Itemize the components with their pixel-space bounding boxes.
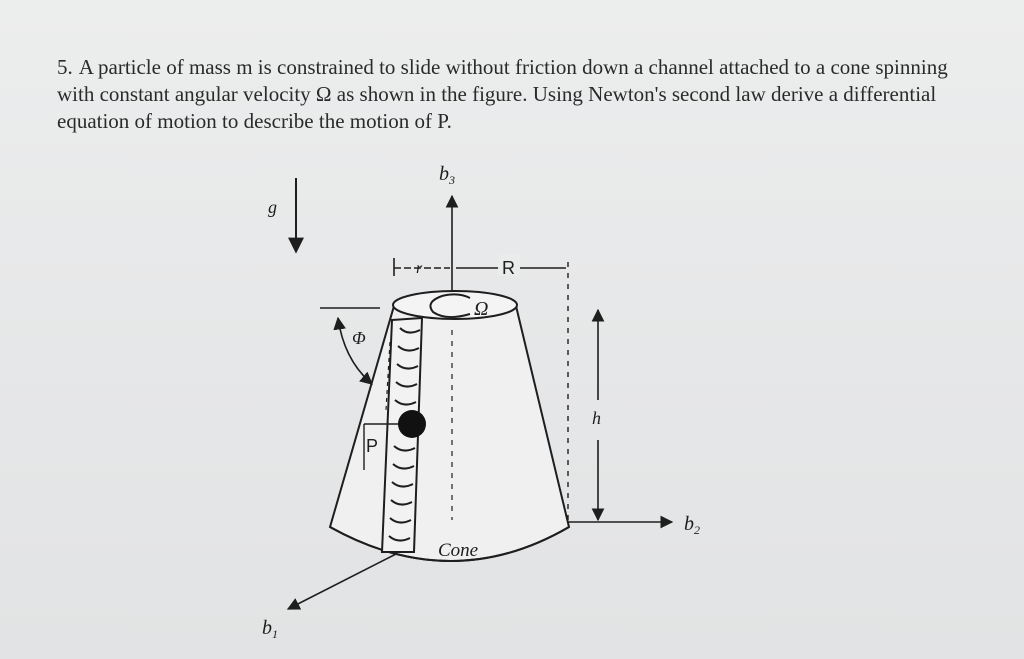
- omega-label: Ω: [474, 298, 488, 320]
- b1-axis-solid: [286, 552, 399, 610]
- problem-statement: 5.A particle of mass m is constrained to…: [57, 54, 977, 135]
- h-label: h: [592, 408, 601, 428]
- phi-arc: [333, 316, 373, 385]
- R-label: R: [502, 258, 515, 278]
- b2-label: b2: [684, 513, 700, 537]
- phi-label: Φ: [352, 328, 366, 348]
- channel-rungs: [388, 327, 421, 542]
- s-dimension: [385, 341, 391, 411]
- omega-rotation-arrow: [429, 293, 471, 318]
- problem-text: A particle of mass m is constrained to s…: [57, 55, 948, 133]
- b3-label: b3: [439, 163, 455, 187]
- cone-label: Cone: [438, 540, 478, 561]
- P-label: P: [366, 436, 378, 456]
- r-label: r: [416, 260, 423, 277]
- R-label-bg: [498, 254, 520, 276]
- problem-number: 5.: [57, 55, 73, 79]
- particle-P: [398, 410, 426, 438]
- cone-top: [392, 290, 518, 320]
- gravity-label: g: [268, 197, 277, 217]
- cone-base-front: [329, 526, 570, 562]
- b1-label: b1: [262, 617, 278, 641]
- cone-body: [328, 297, 571, 562]
- channel: [380, 316, 424, 553]
